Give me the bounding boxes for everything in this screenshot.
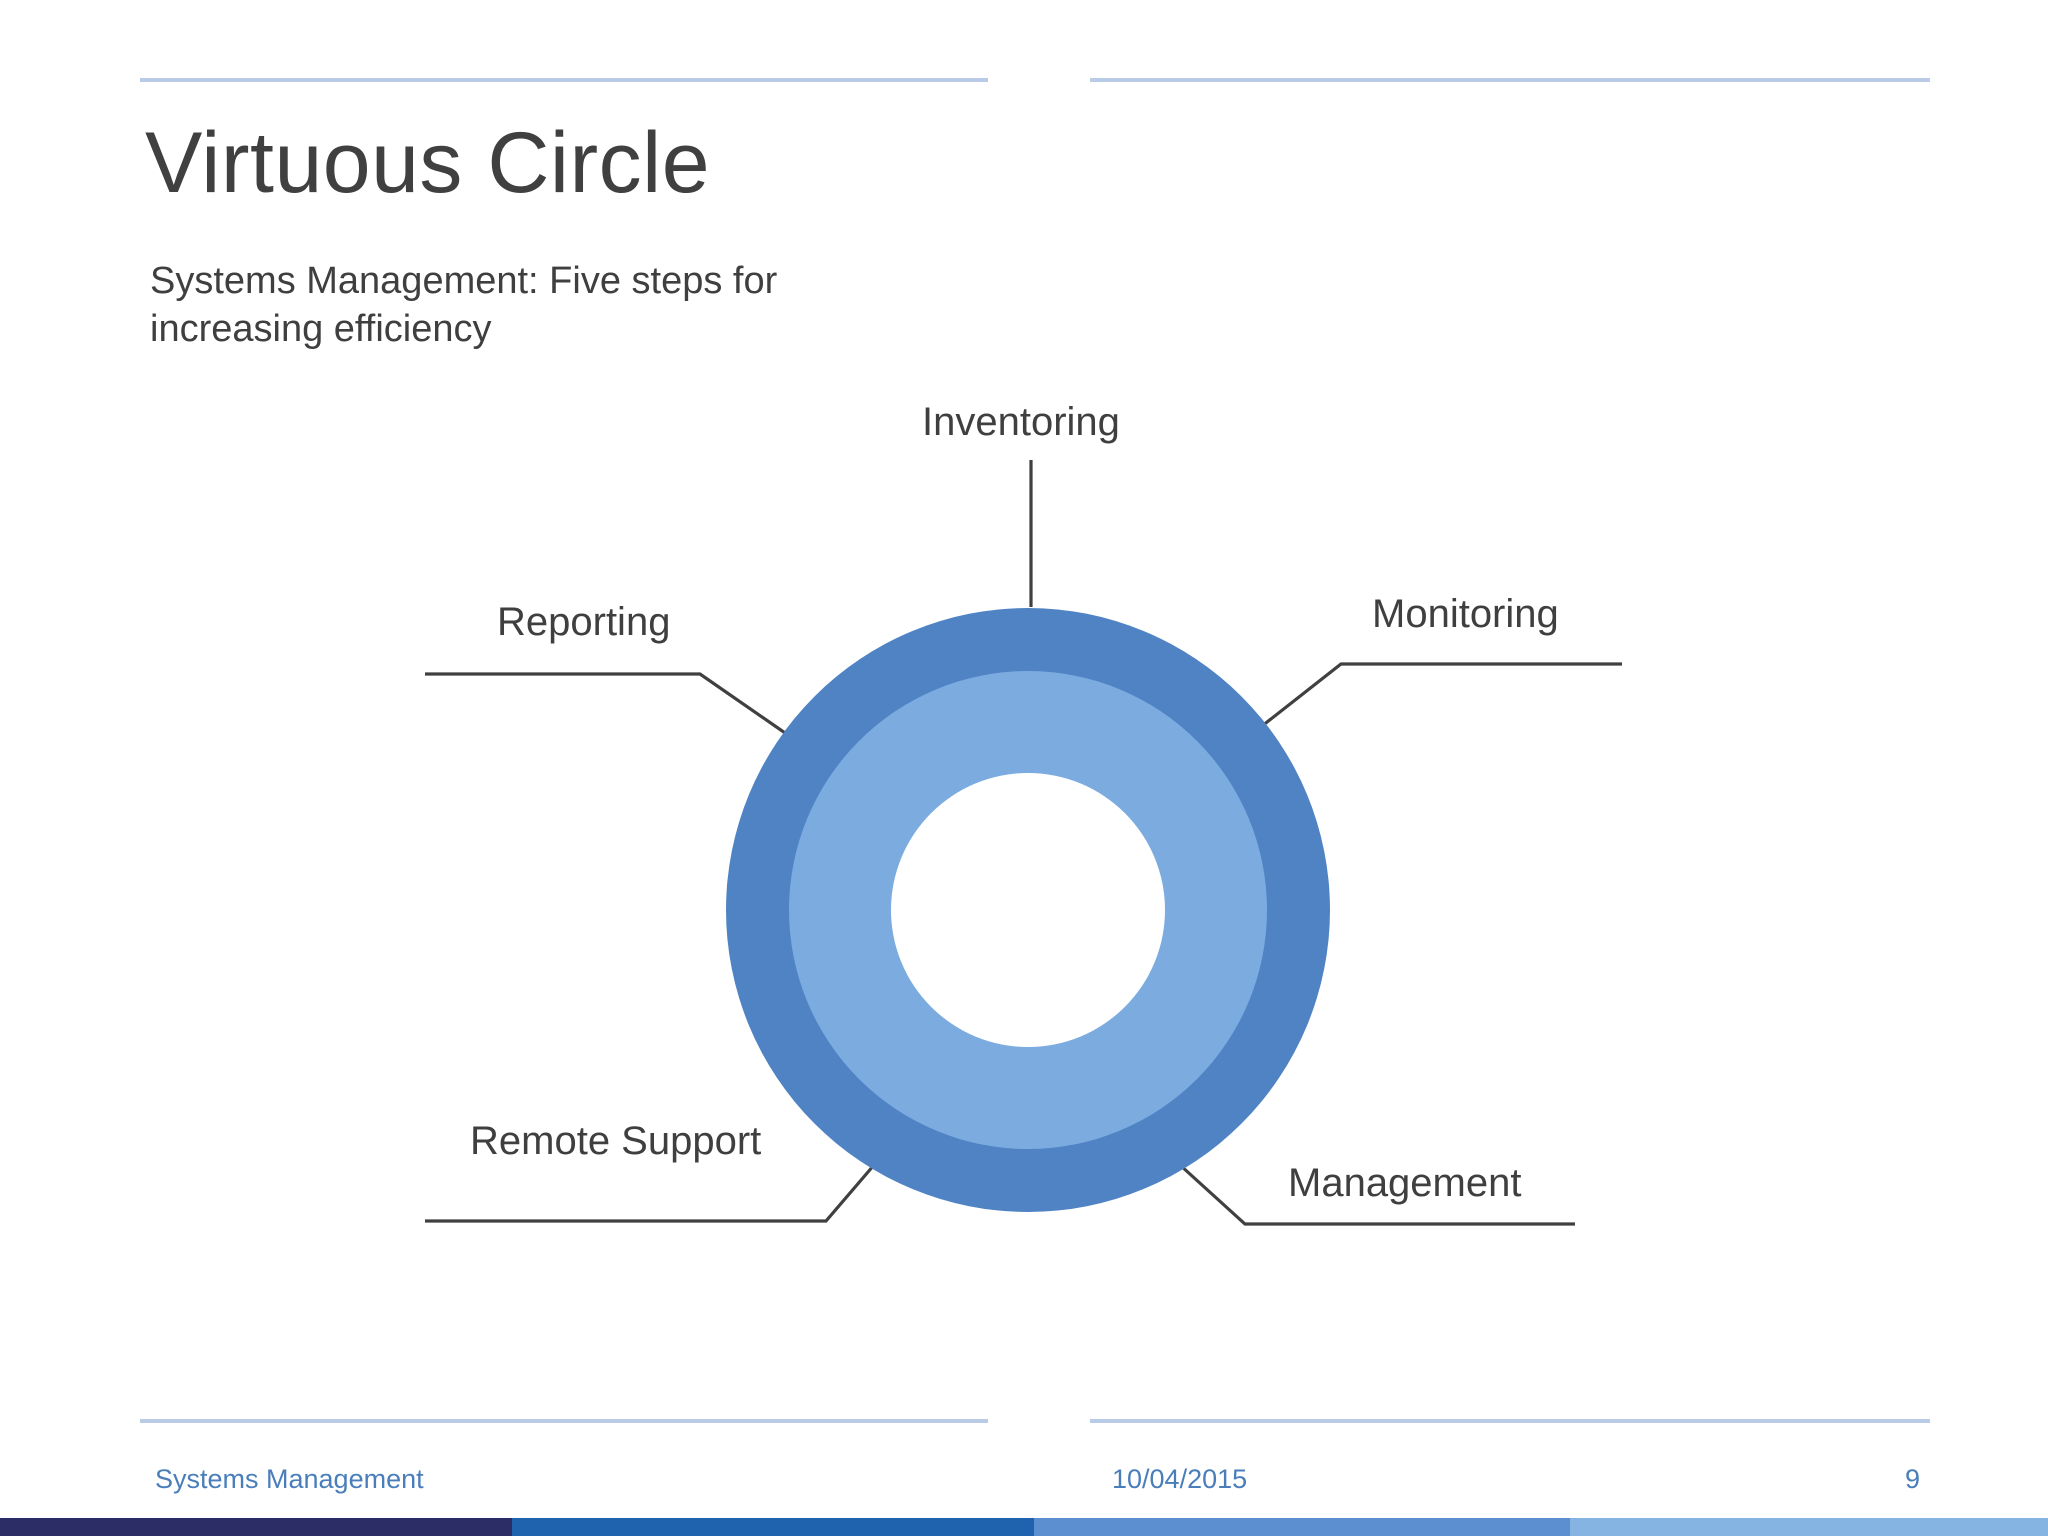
diagram-label-reporting: Reporting	[497, 600, 671, 644]
diagram-label-inventoring: Inventoring	[922, 400, 1120, 444]
diagram-label-monitoring: Monitoring	[1372, 592, 1559, 636]
leader-line-reporting	[425, 672, 789, 737]
donut-center-hole	[891, 773, 1165, 1047]
leader-line-monitoring	[1261, 662, 1622, 728]
bottom-bar-segment-navy	[0, 1518, 512, 1536]
leader-line-remote-support	[425, 1156, 882, 1223]
donut-outer-ring	[726, 608, 1330, 1212]
diagram-label-management: Management	[1288, 1161, 1522, 1205]
footer-rule-right	[1090, 1419, 1930, 1423]
footer-date: 10/04/2015	[1112, 1464, 1248, 1494]
bottom-bar-segment-strong-blue	[512, 1518, 1034, 1536]
slide-title: Virtuous Circle	[145, 115, 711, 211]
slide-subtitle: Systems Management: Five steps for incre…	[150, 260, 778, 350]
header-rule-right	[1090, 78, 1930, 82]
bottom-bar-segment-light-blue	[1570, 1518, 2048, 1536]
bottom-bar-segment-mid-blue	[1034, 1518, 1570, 1536]
footer-rule-left	[140, 1419, 988, 1423]
header-rule-left	[140, 78, 988, 82]
diagram-label-remote-support: Remote Support	[470, 1119, 762, 1163]
bottom-color-bar	[0, 1518, 2048, 1536]
donut-inner-ring	[789, 671, 1267, 1149]
footer-deck-name: Systems Management	[155, 1464, 424, 1494]
footer-page-number: 9	[1905, 1464, 1921, 1494]
